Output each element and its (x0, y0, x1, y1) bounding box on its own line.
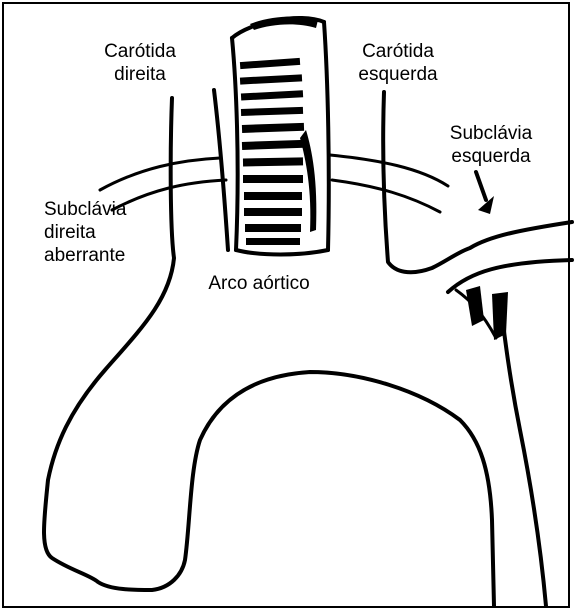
label-carotid-left-line2: esquerda (348, 63, 448, 86)
label-subclavian-right-line2: direita (44, 221, 144, 244)
trachea-bottom (236, 250, 328, 255)
label-aortic-arch: Arco aórtico (196, 272, 322, 295)
subclavian-left-lower (448, 260, 572, 292)
trachea-outer-right (324, 22, 329, 250)
posterior-markings (466, 286, 508, 340)
arrow-shaft (476, 172, 486, 200)
label-subclavian-left-line1: Subclávia (436, 122, 546, 145)
label-carotid-right-line1: Carótida (92, 40, 188, 63)
label-aortic-arch-text: Arco aórtico (196, 272, 322, 295)
label-subclavian-left: Subclávia esquerda (436, 122, 546, 168)
aberrant-subclavian-upper (100, 158, 220, 190)
trachea-outer-left (232, 38, 238, 250)
descending-aorta-right (500, 300, 546, 606)
carotid-right-inner (214, 90, 228, 250)
label-subclavian-right-line1: Subclávia (44, 198, 144, 221)
label-subclavian-right-aberrant: Subclávia direita aberrante (44, 198, 144, 267)
label-subclavian-left-line2: esquerda (436, 145, 546, 168)
label-carotid-right-line2: direita (92, 63, 188, 86)
label-carotid-left-line1: Carótida (348, 40, 448, 63)
label-carotid-left: Carótida esquerda (348, 40, 448, 86)
label-carotid-right: Carótida direita (92, 40, 188, 86)
trachea-rings (240, 58, 304, 245)
label-subclavian-right-line3: aberrante (44, 244, 144, 267)
